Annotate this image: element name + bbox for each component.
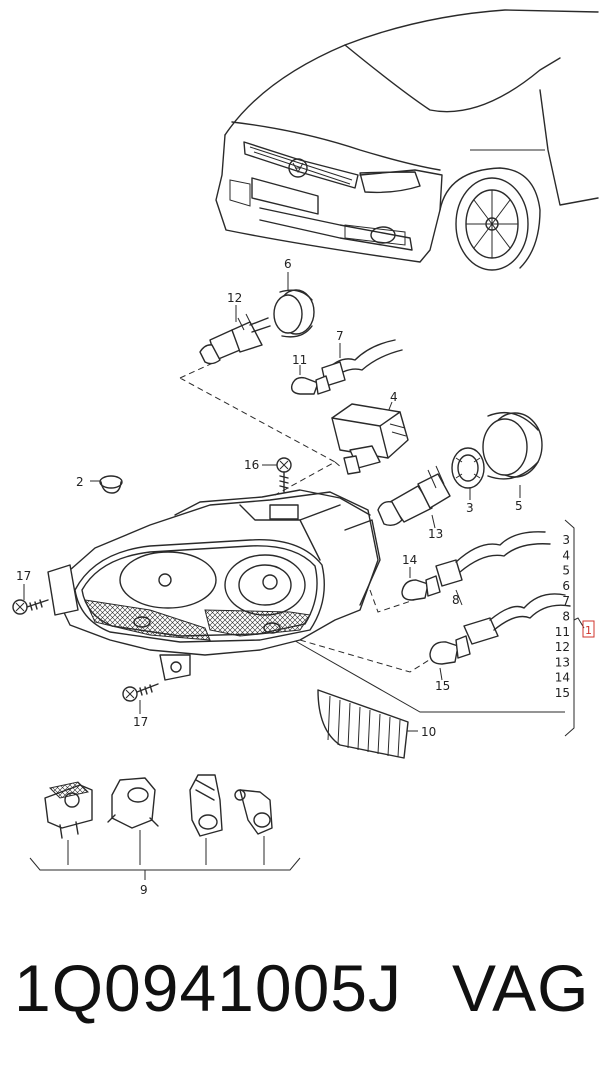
connector-7 <box>321 339 403 387</box>
connector-8 <box>463 593 571 645</box>
callout-13: 13 <box>428 527 443 541</box>
screw-16 <box>276 457 292 493</box>
bulb-13 <box>377 465 451 527</box>
group-item-12: 12 <box>555 640 570 654</box>
callout-15: 15 <box>435 679 450 693</box>
callout-8: 8 <box>452 593 460 607</box>
part-number: 1Q0941005J <box>14 951 402 1025</box>
group-item-14: 14 <box>555 671 570 685</box>
group-item-7: 7 <box>562 594 570 608</box>
brand-name: VAG <box>452 951 590 1025</box>
callout-3: 3 <box>466 501 474 515</box>
callout-14: 14 <box>402 553 417 567</box>
callout-labels: 6 12 7 11 4 16 2 5 3 13 14 8 15 17 17 10… <box>16 257 592 897</box>
group-item-8: 8 <box>562 610 570 624</box>
screw-17-upper <box>12 599 49 615</box>
cap-5 <box>482 412 543 480</box>
group-item-5: 5 <box>562 564 570 578</box>
callout-5: 5 <box>515 499 523 513</box>
connector-upper <box>435 531 551 587</box>
group-bracket <box>564 519 595 737</box>
group-item-15: 15 <box>555 686 570 700</box>
callout-1: 1 <box>585 624 592 637</box>
callout-4: 4 <box>390 390 398 404</box>
headlight-exploded-diagram: 6 12 7 11 4 16 2 5 3 13 14 8 15 17 17 10… <box>12 9 599 897</box>
callout-12: 12 <box>227 291 242 305</box>
callout-16: 16 <box>244 458 259 472</box>
bulb-12 <box>199 313 271 365</box>
callout-2: 2 <box>76 475 84 489</box>
callout-11: 11 <box>292 353 307 367</box>
bulb-11 <box>290 375 331 395</box>
callout-9: 9 <box>140 883 148 897</box>
group-item-13: 13 <box>555 655 570 669</box>
reflector-10 <box>317 689 409 759</box>
bulb-14 <box>401 575 441 601</box>
callout-10: 10 <box>421 725 436 739</box>
callout-17-lower: 17 <box>133 715 148 729</box>
cap-2 <box>99 475 123 494</box>
headlight-housing <box>47 489 381 681</box>
screw-17-lower <box>122 683 159 702</box>
retainer-3 <box>451 447 485 489</box>
group-item-11: 11 <box>555 625 570 639</box>
group-item-3: 3 <box>562 533 570 547</box>
brackets-9 <box>29 774 301 880</box>
callout-7: 7 <box>336 329 344 343</box>
motor-4 <box>331 403 409 475</box>
callout-6: 6 <box>284 257 292 271</box>
callout-17-upper: 17 <box>16 569 31 583</box>
group-item-4: 4 <box>562 548 570 562</box>
ring-6 <box>273 289 315 338</box>
bulb-15 <box>429 635 471 665</box>
group-item-6: 6 <box>562 579 570 593</box>
car-front-illustration <box>215 9 599 271</box>
